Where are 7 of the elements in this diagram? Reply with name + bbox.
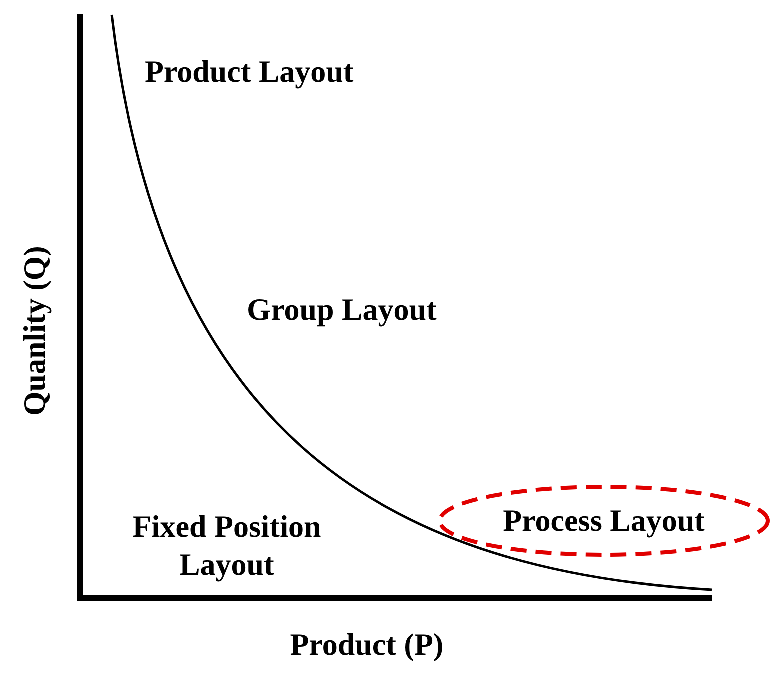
region-label: Fixed Position Layout [132, 508, 322, 584]
highlight-ellipse [437, 484, 771, 558]
region-label: Product Layout [145, 53, 355, 91]
axis-label: Quanlity (Q) [16, 245, 53, 418]
axis-label: Product (P) [289, 626, 445, 664]
region-label: Group Layout [247, 291, 438, 329]
region-label: Process Layout [502, 502, 706, 540]
